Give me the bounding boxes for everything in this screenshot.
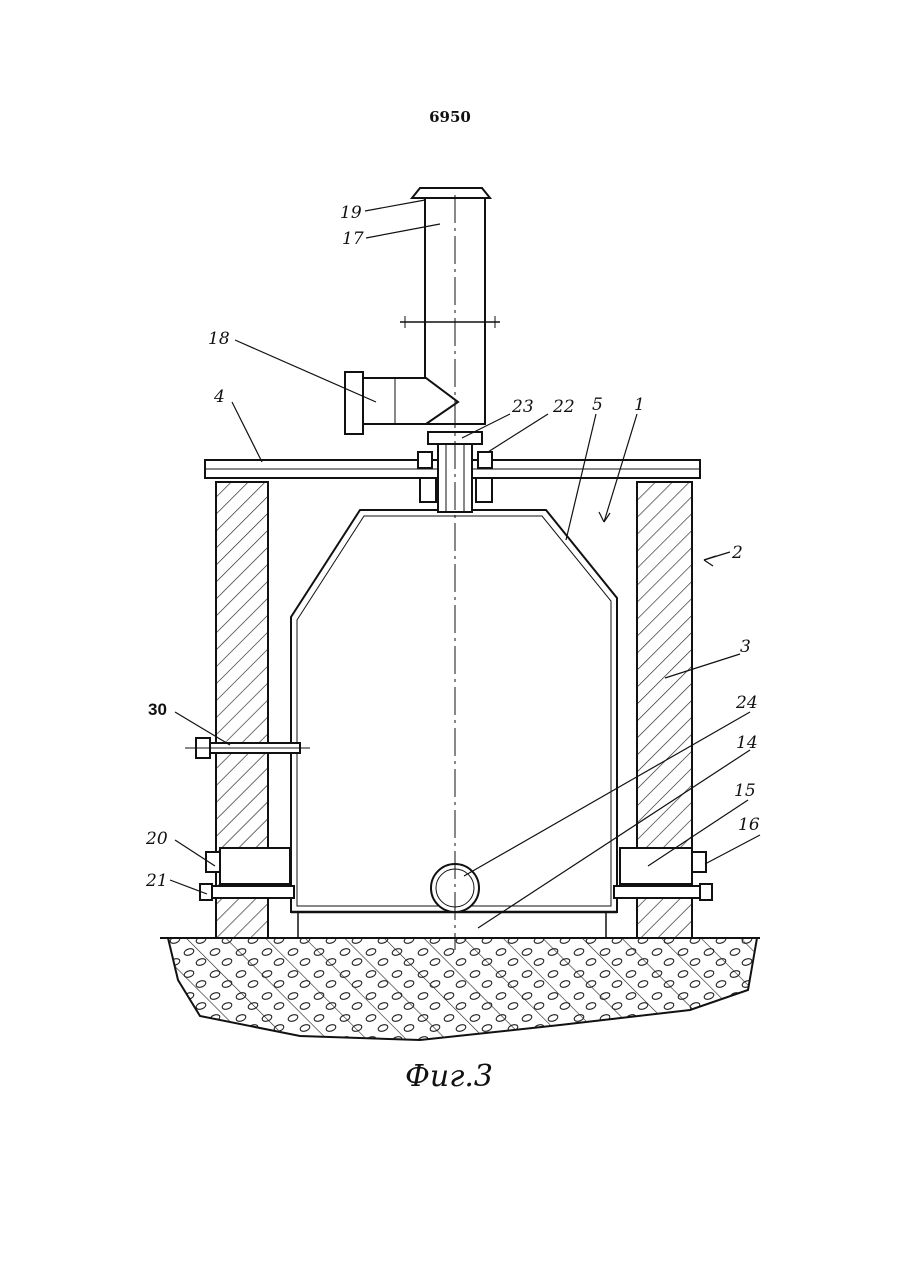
label-23: 23 bbox=[511, 397, 534, 417]
label-20: 20 bbox=[145, 829, 168, 849]
label-19: 19 bbox=[340, 203, 362, 223]
label-4: 4 bbox=[213, 387, 225, 407]
label-14: 14 bbox=[736, 733, 758, 753]
label-2: 2 bbox=[731, 543, 743, 563]
label-21: 21 bbox=[145, 871, 168, 891]
label-22: 22 bbox=[552, 397, 575, 417]
left-support bbox=[200, 848, 294, 900]
label-3: 3 bbox=[740, 637, 751, 657]
label-17: 17 bbox=[342, 229, 364, 249]
label-5: 5 bbox=[592, 395, 603, 415]
label-24: 24 bbox=[735, 693, 758, 713]
label-16: 16 bbox=[738, 815, 760, 835]
label-1: 1 bbox=[634, 395, 645, 415]
label-30: 30 bbox=[148, 700, 167, 719]
figure-caption: Фиг.3 bbox=[405, 1059, 493, 1094]
inner-vessel bbox=[291, 510, 617, 912]
label-15: 15 bbox=[734, 781, 756, 801]
ground-section bbox=[160, 938, 760, 1040]
label-18: 18 bbox=[208, 329, 230, 349]
